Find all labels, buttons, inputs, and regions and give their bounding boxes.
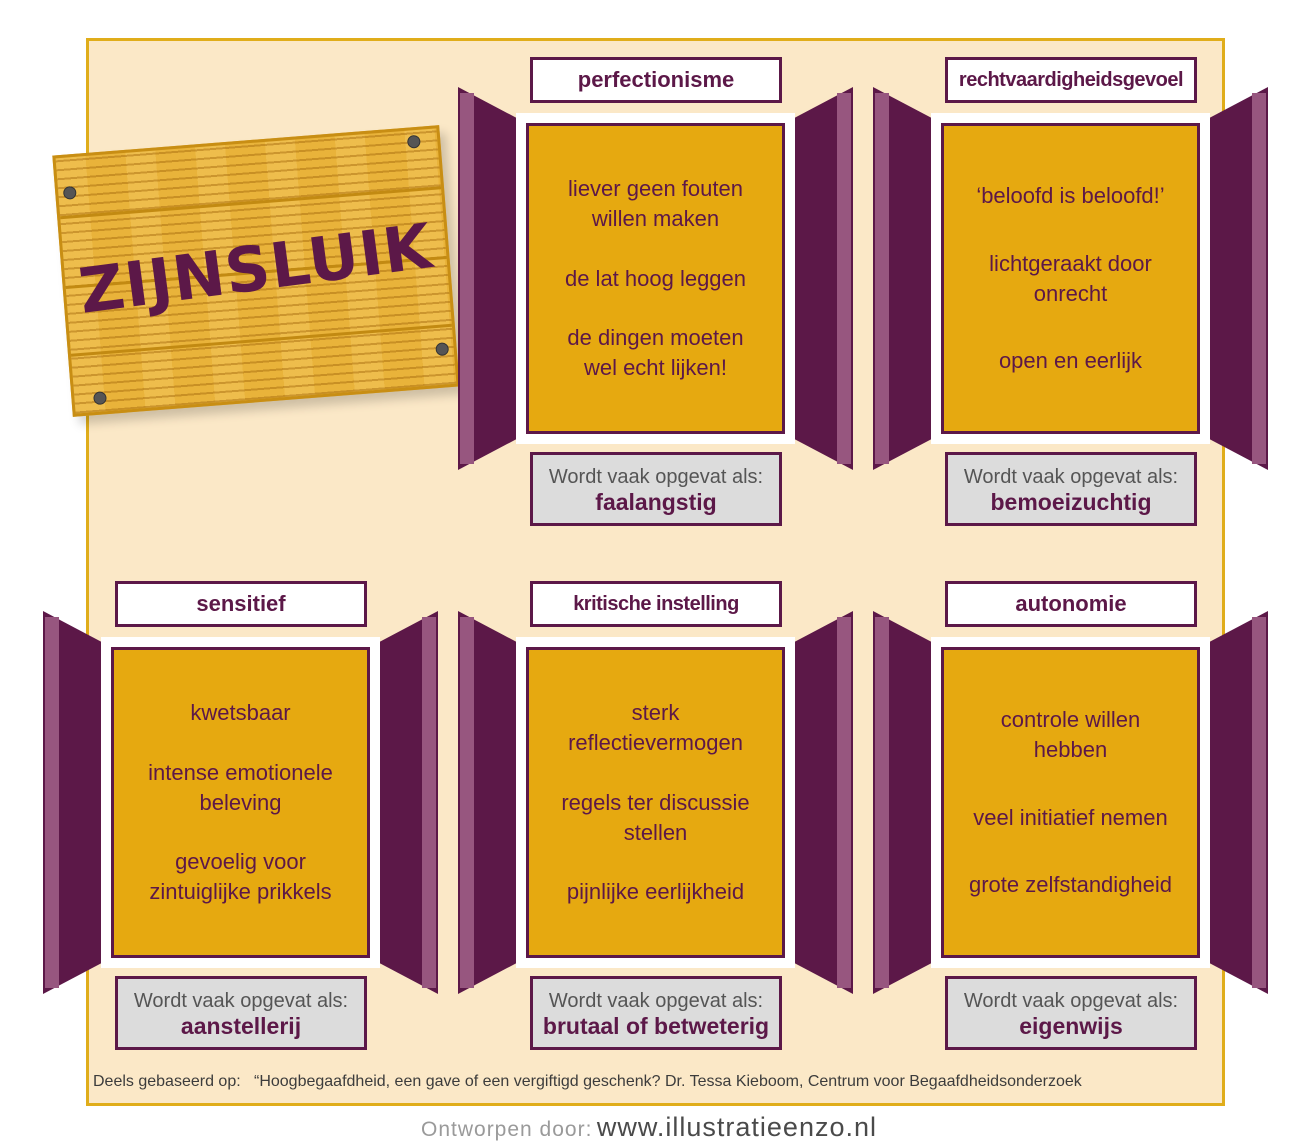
panel-label: kritische instelling xyxy=(530,581,782,627)
trait-line: controle willen hebben xyxy=(1000,707,1141,763)
left-shutter-edge xyxy=(45,617,59,988)
panel-autonomie: controle willen hebben veel initiatief ne… xyxy=(873,581,1268,1050)
perceived-as-intro: Wordt vaak opgevat als: xyxy=(963,466,1179,488)
window-pane: controle willen hebben veel initiatief ne… xyxy=(941,647,1200,958)
left-shutter-edge xyxy=(460,93,474,464)
window-pane: sterk reflectievermogen regels ter discus… xyxy=(526,647,785,958)
perceived-as-box: Wordt vaak opgevat als:brutaal of betwet… xyxy=(530,976,782,1050)
trait-line: kwetsbaar xyxy=(190,699,291,725)
panel-label: sensitief xyxy=(115,581,367,627)
source-text: “Hoogbegaafdheid, een gave of een vergif… xyxy=(254,1073,1082,1090)
right-shutter-edge xyxy=(1252,617,1266,988)
source-note: Deels gebaseerd op: “Hoogbegaafdheid, ee… xyxy=(93,1073,1082,1091)
sign-plank-divider xyxy=(70,323,452,357)
trait-line: intense emotionele beleving xyxy=(148,759,333,815)
trait-line: grote zelfstandigheid xyxy=(968,871,1173,897)
perceived-as-intro: Wordt vaak opgevat als: xyxy=(963,990,1179,1012)
credit-line: Ontworpen door: www.illustratieenzo.nl xyxy=(0,1112,1298,1143)
right-shutter-edge xyxy=(422,617,436,988)
trait-line: regels ter discussie stellen xyxy=(561,789,750,845)
panel-sensitief: kwetsbaar intense emotionele beleving gevo… xyxy=(43,581,438,1050)
perceived-as-box: Wordt vaak opgevat als:faalangstig xyxy=(530,452,782,526)
panel-kritische-instelling: sterk reflectievermogen regels ter discus… xyxy=(458,581,853,1050)
panel-label-text: kritische instelling xyxy=(573,592,739,615)
credit-url[interactable]: www.illustratieenzo.nl xyxy=(596,1112,877,1142)
panel-label-text: sensitief xyxy=(196,591,286,616)
perceived-as-value: bemoeizuchtig xyxy=(990,489,1152,515)
perceived-as-value: aanstellerij xyxy=(180,1013,302,1039)
perceived-as-box: Wordt vaak opgevat als:aanstellerij xyxy=(115,976,367,1050)
perceived-as-box: Wordt vaak opgevat als:eigenwijs xyxy=(945,976,1197,1050)
perceived-as-value: brutaal of betweterig xyxy=(542,1013,770,1039)
panel-perfectionisme: liever geen fouten willen maken de lat ho… xyxy=(458,57,853,526)
trait-line: lichtgeraakt door onrecht xyxy=(989,250,1152,306)
trait-line: sterk reflectievermogen xyxy=(568,699,743,755)
credit-label: Ontworpen door: xyxy=(421,1118,593,1141)
panel-label-text: autonomie xyxy=(1015,591,1127,616)
wooden-sign: ZIJNSLUIK xyxy=(52,125,460,417)
perceived-as-value: faalangstig xyxy=(595,489,717,515)
panel-label: autonomie xyxy=(945,581,1197,627)
right-shutter-edge xyxy=(837,617,851,988)
panel-label: perfectionisme xyxy=(530,57,782,103)
right-shutter-edge xyxy=(837,93,851,464)
trait-line: ‘beloofd is beloofd!’ xyxy=(976,183,1165,209)
trait-line: de lat hoog leggen xyxy=(564,265,747,291)
left-shutter-edge xyxy=(460,617,474,988)
perceived-as-value: eigenwijs xyxy=(1019,1013,1123,1039)
perceived-as-intro: Wordt vaak opgevat als: xyxy=(133,990,349,1012)
trait-line: de dingen moeten wel echt lijken! xyxy=(567,325,744,381)
panel-rechtvaardigheidsgevoel: ‘beloofd is beloofd!’ lichtgeraakt door o… xyxy=(873,57,1268,526)
perceived-as-box: Wordt vaak opgevat als:bemoeizuchtig xyxy=(945,452,1197,526)
right-shutter-edge xyxy=(1252,93,1266,464)
trait-line: pijnlijke eerlijkheid xyxy=(566,879,745,905)
left-shutter-edge xyxy=(875,93,889,464)
perceived-as-intro: Wordt vaak opgevat als: xyxy=(548,466,764,488)
left-shutter-edge xyxy=(875,617,889,988)
panel-label-text: rechtvaardigheidsgevoel xyxy=(958,68,1184,91)
source-prefix: Deels gebaseerd op: xyxy=(93,1073,241,1090)
trait-line: liever geen fouten willen maken xyxy=(568,175,743,231)
panel-label: rechtvaardigheidsgevoel xyxy=(945,57,1197,103)
window-pane: liever geen fouten willen maken de lat ho… xyxy=(526,123,785,434)
panel-label-text: perfectionisme xyxy=(577,67,735,92)
trait-line: open en eerlijk xyxy=(998,347,1143,373)
perceived-as-intro: Wordt vaak opgevat als: xyxy=(548,990,764,1012)
trait-line: veel initiatief nemen xyxy=(973,804,1168,830)
window-pane: ‘beloofd is beloofd!’ lichtgeraakt door o… xyxy=(941,123,1200,434)
window-pane: kwetsbaar intense emotionele beleving gevo… xyxy=(111,647,370,958)
trait-line: gevoelig voor zintuiglijke prikkels xyxy=(149,849,332,905)
